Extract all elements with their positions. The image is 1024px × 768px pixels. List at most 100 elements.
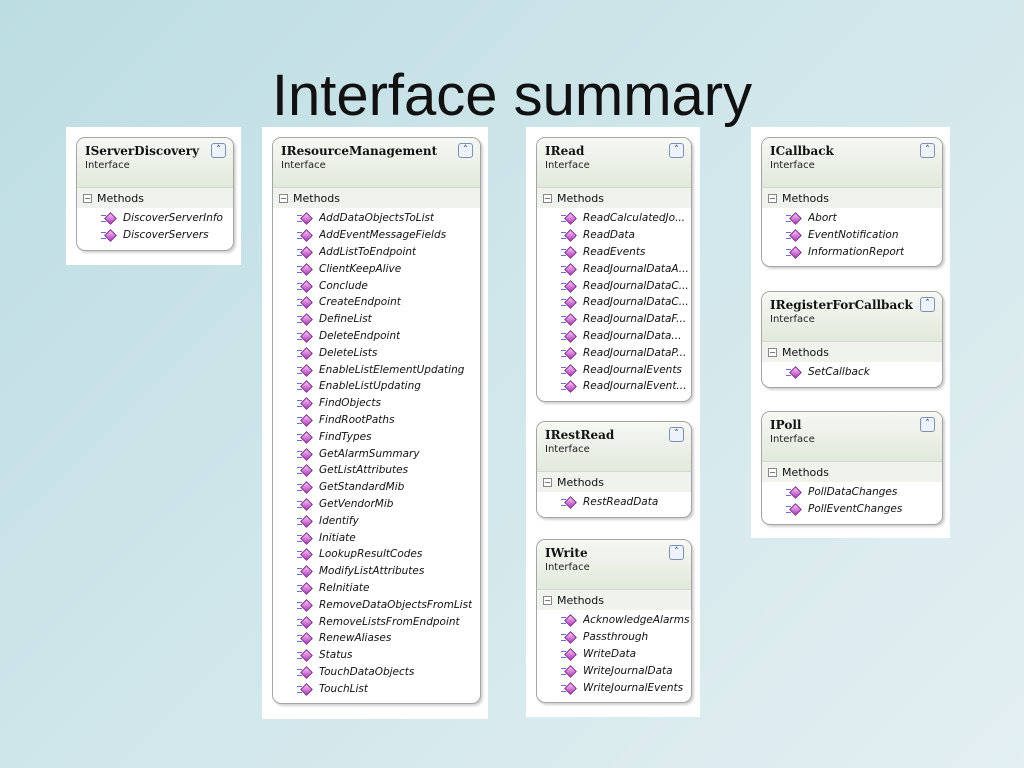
method-item[interactable]: DefineList (273, 311, 480, 328)
method-item[interactable]: ReadEvents (537, 244, 691, 261)
methods-section-header[interactable]: −Methods (537, 590, 691, 610)
method-item[interactable]: GetStandardMib (273, 479, 480, 496)
method-item[interactable]: InformationReport (762, 244, 942, 261)
collapse-chevron-icon[interactable]: ˄ (669, 545, 684, 560)
method-item[interactable]: CreateEndpoint (273, 294, 480, 311)
method-icon (297, 598, 313, 612)
methods-section-header[interactable]: −Methods (77, 188, 233, 208)
method-item[interactable]: GetAlarmSummary (273, 445, 480, 462)
method-item[interactable]: ModifyListAttributes (273, 563, 480, 580)
collapse-chevron-icon[interactable]: ˄ (669, 427, 684, 442)
methods-section-header[interactable]: −Methods (762, 188, 942, 208)
method-item[interactable]: ReadJournalDataA... (537, 260, 691, 277)
method-item[interactable]: ReadJournalData... (537, 328, 691, 345)
method-item[interactable]: DeleteEndpoint (273, 328, 480, 345)
method-item[interactable]: Identify (273, 512, 480, 529)
method-item[interactable]: FindRootPaths (273, 412, 480, 429)
collapse-chevron-icon[interactable]: ˄ (669, 143, 684, 158)
method-item[interactable]: PollDataChanges (762, 484, 942, 501)
methods-section-header[interactable]: −Methods (762, 342, 942, 362)
method-item[interactable]: WriteJournalEvents (537, 679, 691, 696)
collapse-minus-icon[interactable]: − (543, 595, 552, 605)
method-item[interactable]: EnableListUpdating (273, 378, 480, 395)
collapse-chevron-icon[interactable]: ˄ (920, 297, 935, 312)
method-item[interactable]: SetCallback (762, 364, 942, 381)
method-icon (297, 531, 313, 545)
method-item[interactable]: ReadJournalDataC... (537, 277, 691, 294)
method-icon (297, 666, 313, 679)
method-item[interactable]: RenewAliases (273, 630, 480, 647)
method-item[interactable]: GetListAttributes (273, 462, 480, 479)
method-item[interactable]: Initiate (273, 529, 480, 546)
method-item[interactable]: ReInitiate (273, 580, 480, 597)
method-item[interactable]: ReadJournalDataP... (537, 344, 691, 361)
collapse-minus-icon[interactable]: − (768, 347, 777, 357)
methods-section-header[interactable]: −Methods (537, 188, 691, 208)
method-item[interactable]: RemoveDataObjectsFromList (273, 596, 480, 613)
slide-title: Interface summary (271, 63, 753, 128)
method-item[interactable]: LookupResultCodes (273, 546, 480, 563)
collapse-chevron-icon[interactable]: ˄ (211, 143, 226, 158)
method-item[interactable]: ReadCalculatedJo... (537, 210, 691, 227)
method-item[interactable]: ReadJournalDataC... (537, 294, 691, 311)
methods-section-label: Methods (293, 191, 340, 205)
method-list: SetCallback (762, 362, 942, 387)
method-name: DiscoverServers (123, 229, 209, 242)
collapse-minus-icon[interactable]: − (543, 193, 552, 203)
collapse-minus-icon[interactable]: − (768, 193, 777, 203)
method-item[interactable]: ReadJournalEvents (537, 361, 691, 378)
method-icon (297, 582, 313, 595)
method-item[interactable]: RestReadData (537, 494, 691, 511)
method-item[interactable]: Passthrough (537, 629, 691, 646)
method-icon (297, 380, 313, 394)
method-item[interactable]: AddEventMessageFields (273, 227, 480, 244)
methods-section-header[interactable]: −Methods (273, 188, 480, 208)
method-name: Status (319, 649, 353, 662)
collapse-minus-icon[interactable]: − (279, 193, 288, 203)
method-icon (297, 296, 313, 310)
collapse-minus-icon[interactable]: − (83, 193, 92, 203)
method-item[interactable]: AddListToEndpoint (273, 244, 480, 261)
method-name: FindTypes (319, 430, 372, 443)
method-item[interactable]: WriteJournalData (537, 662, 691, 679)
methods-section-header[interactable]: −Methods (537, 472, 691, 492)
method-item[interactable]: FindObjects (273, 395, 480, 412)
method-item[interactable]: WriteData (537, 646, 691, 663)
method-item[interactable]: EventNotification (762, 227, 942, 244)
collapse-chevron-icon[interactable]: ˄ (920, 417, 935, 432)
method-item[interactable]: TouchList (273, 680, 480, 697)
interface-stereotype: Interface (85, 160, 130, 171)
collapse-minus-icon[interactable]: − (768, 467, 777, 477)
method-icon (561, 648, 577, 661)
method-item[interactable]: Conclude (273, 277, 480, 294)
method-icon (786, 229, 802, 243)
method-icon (297, 346, 313, 360)
method-item[interactable]: Status (273, 647, 480, 664)
method-item[interactable]: RemoveListsFromEndpoint (273, 613, 480, 630)
method-item[interactable]: ClientKeepAlive (273, 260, 480, 277)
method-item[interactable]: ReadData (537, 227, 691, 244)
method-item[interactable]: ReadJournalDataF... (537, 311, 691, 328)
method-item[interactable]: DiscoverServers (77, 227, 233, 244)
methods-section-label: Methods (97, 191, 144, 205)
method-item[interactable]: DiscoverServerInfo (77, 210, 233, 227)
collapse-minus-icon[interactable]: − (543, 477, 552, 487)
method-item[interactable]: AddDataObjectsToList (273, 210, 480, 227)
method-name: ModifyListAttributes (319, 565, 425, 578)
method-item[interactable]: Abort (762, 210, 942, 227)
method-item[interactable]: PollEventChanges (762, 501, 942, 518)
methods-section-header[interactable]: −Methods (762, 462, 942, 482)
method-item[interactable]: EnableListElementUpdating (273, 361, 480, 378)
method-item[interactable]: DeleteLists (273, 344, 480, 361)
method-item[interactable]: TouchDataObjects (273, 664, 480, 681)
method-item[interactable]: FindTypes (273, 428, 480, 445)
method-item[interactable]: AcknowledgeAlarms (537, 612, 691, 629)
method-item[interactable]: ReadJournalEvent... (537, 378, 691, 395)
method-name: DiscoverServerInfo (123, 212, 223, 225)
method-item[interactable]: GetVendorMib (273, 496, 480, 513)
collapse-chevron-icon[interactable]: ˄ (458, 143, 473, 158)
collapse-chevron-icon[interactable]: ˄ (920, 143, 935, 158)
